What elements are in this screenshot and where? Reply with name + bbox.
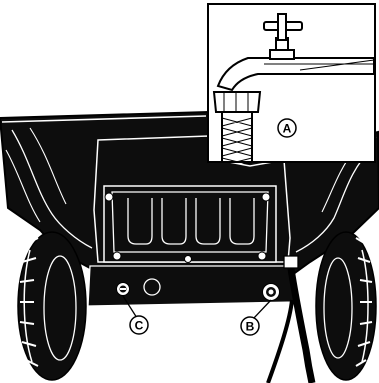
left-wheel bbox=[18, 232, 86, 380]
callout-a-label: A bbox=[283, 122, 292, 136]
rear-grille-panel bbox=[104, 186, 276, 263]
right-wheel bbox=[316, 232, 376, 380]
water-inlet-b bbox=[263, 284, 280, 301]
callout-c-label: C bbox=[135, 319, 144, 333]
callout-a: A bbox=[278, 119, 296, 137]
callout-b-label: B bbox=[246, 320, 255, 334]
round-cap bbox=[144, 279, 160, 295]
outlet-c bbox=[117, 283, 130, 296]
hose-coupling bbox=[214, 92, 260, 112]
faucet-inset bbox=[208, 4, 375, 162]
lower-panel bbox=[88, 266, 294, 306]
callout-b: B bbox=[241, 300, 271, 335]
